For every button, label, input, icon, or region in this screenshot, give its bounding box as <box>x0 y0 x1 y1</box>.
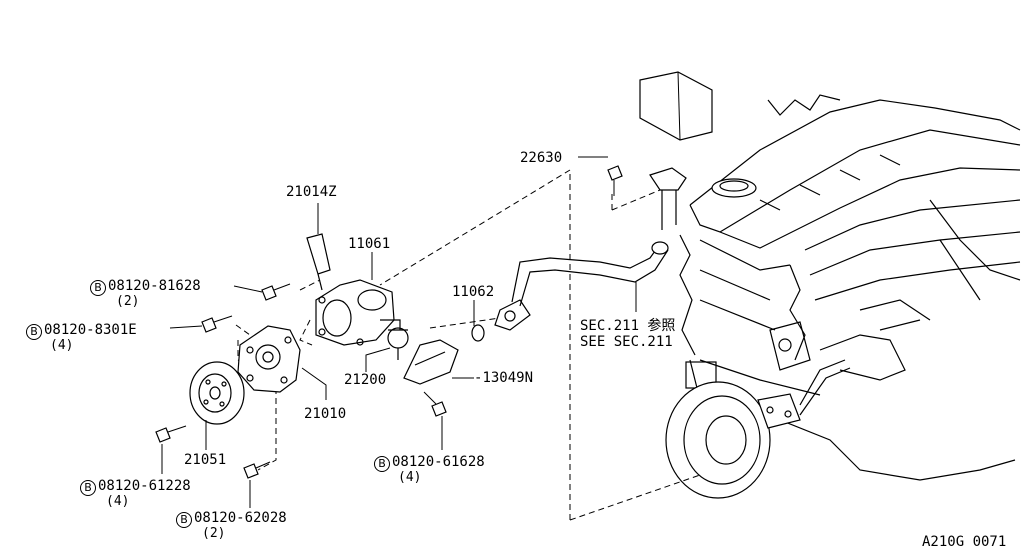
bolt-b3-part: 08120-61228 <box>98 478 191 494</box>
sec-ref-line1: SEC.211 参照 <box>580 318 676 334</box>
label-21200: 21200 <box>344 372 387 388</box>
label-11061: 11061 <box>348 236 391 252</box>
bolt-b-symbol: B <box>90 280 106 296</box>
assembly-guide-lines <box>235 169 701 521</box>
bolt-b-symbol: B <box>176 512 192 528</box>
bolt-b5-qty: (4) <box>398 470 422 485</box>
bolt-b2-qty: (4) <box>50 338 74 353</box>
bolt-b1-part: 08120-81628 <box>108 278 201 294</box>
label-22630: 22630 <box>520 150 563 166</box>
label-13049n: -13049N <box>474 370 533 386</box>
tube-21014z <box>306 233 331 291</box>
pump-pulley <box>189 361 245 425</box>
water-inlet-housing <box>315 279 401 346</box>
water-pipe <box>471 241 669 342</box>
bolt-b4-qty: (2) <box>202 526 226 541</box>
bolts <box>155 165 623 479</box>
diagram-code: A210G 0071 <box>922 534 1007 550</box>
bolt-b-symbol: B <box>374 456 390 472</box>
label-21014z: 21014Z <box>286 184 337 200</box>
leader-lines <box>161 156 637 508</box>
engine-block <box>639 71 1021 499</box>
bolt-b-symbol: B <box>80 480 96 496</box>
water-pump <box>237 325 301 393</box>
thermostat-housing <box>387 327 459 385</box>
bolt-b3-qty: (4) <box>106 494 130 509</box>
bolt-b4-part: 08120-62028 <box>194 510 287 526</box>
bolt-b5-part: 08120-61628 <box>392 454 485 470</box>
bolt-b-symbol: B <box>26 324 42 340</box>
label-21051: 21051 <box>184 452 227 468</box>
bolt-b2-part: 08120-8301E <box>44 322 137 338</box>
label-11062: 11062 <box>452 284 495 300</box>
label-21010: 21010 <box>304 406 347 422</box>
label-13049n-text: 13049N <box>482 370 534 386</box>
label-13049n-dash: - <box>474 370 483 386</box>
sec-ref-line2: SEE SEC.211 <box>580 334 673 350</box>
bolt-b1-qty: (2) <box>116 294 140 309</box>
